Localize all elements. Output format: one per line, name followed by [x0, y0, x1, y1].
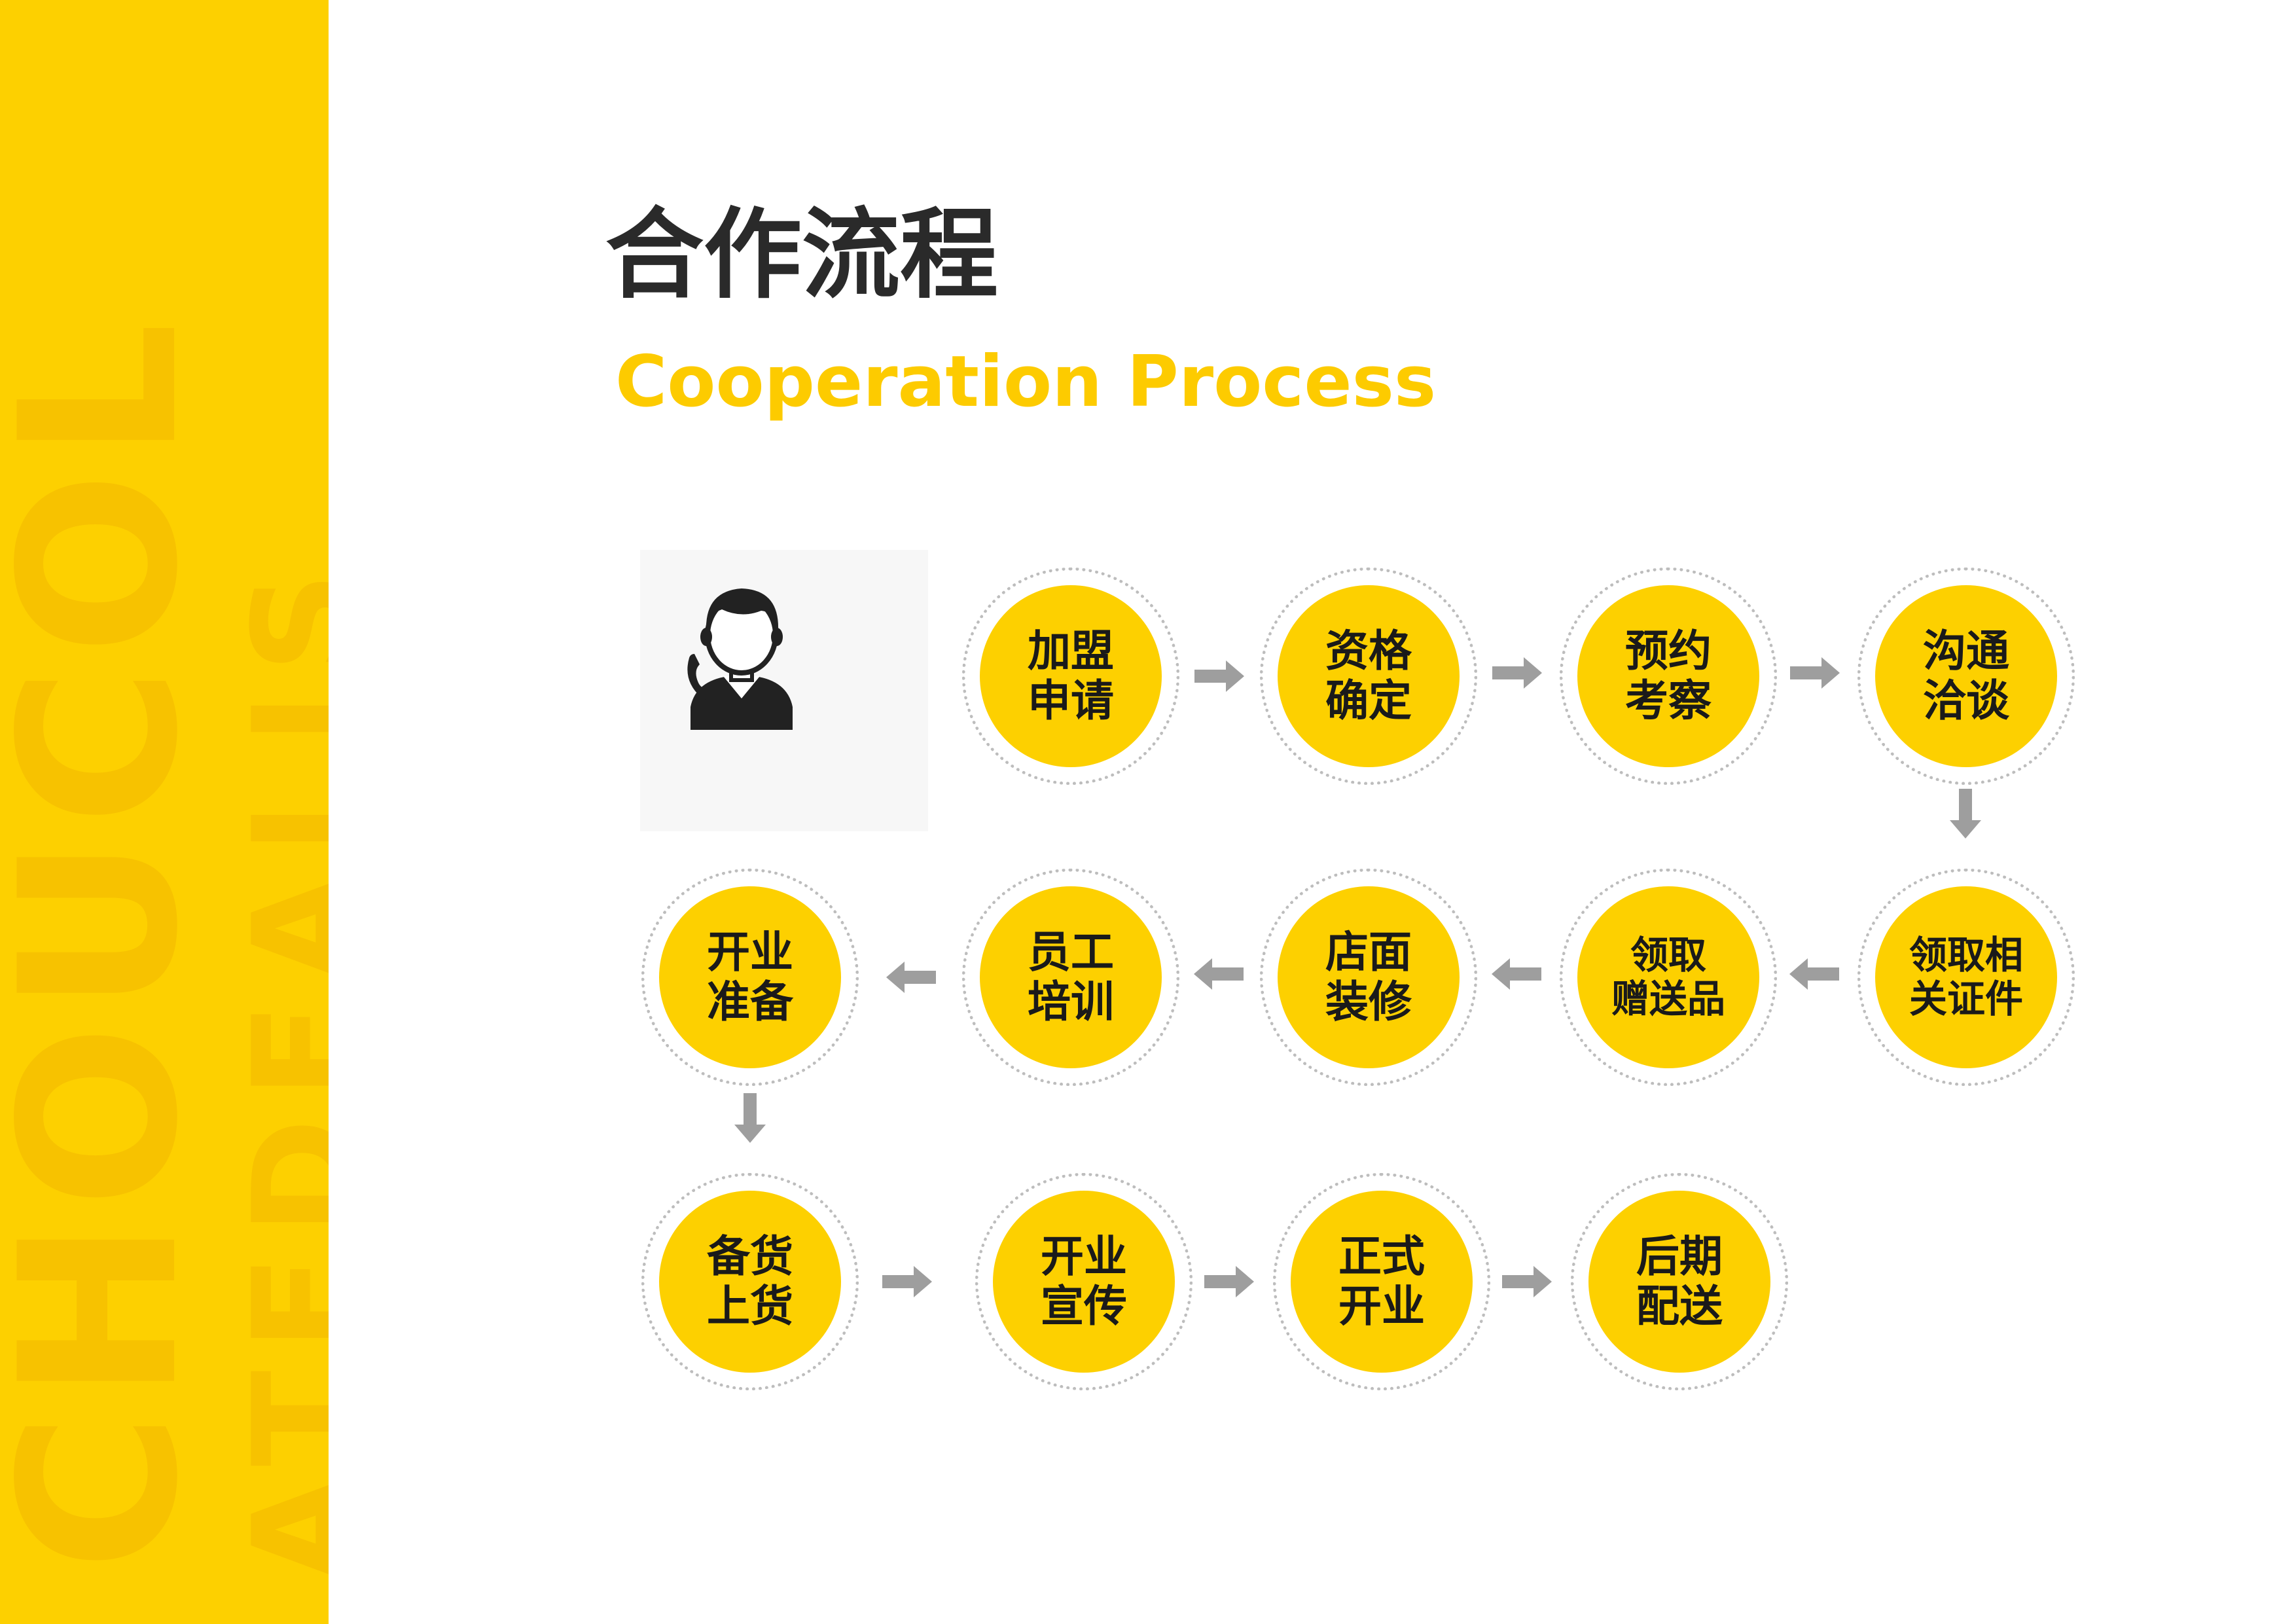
step-2: 资格 确定 [1260, 568, 1477, 785]
step-11-label: 开业 宣传 [1041, 1231, 1127, 1331]
arrow-left-icon [1194, 958, 1244, 990]
step-9: 开业 准备 [641, 869, 859, 1086]
arrow-right-icon [1492, 657, 1542, 689]
step-4: 沟通 洽谈 [1857, 568, 2075, 785]
arrow-right-icon [1790, 657, 1840, 689]
step-5: 领取相 关证件 [1857, 869, 2075, 1086]
step-8-label: 员工 培训 [1028, 927, 1114, 1027]
step-7: 店面 装修 [1260, 869, 1477, 1086]
arrow-left-icon [1789, 958, 1839, 990]
step-1: 加盟 申请 [962, 568, 1179, 785]
step-13-label: 后期 配送 [1636, 1231, 1723, 1331]
arrow-right-icon [882, 1266, 932, 1297]
step-12: 正式 开业 [1273, 1173, 1490, 1390]
step-4-label: 沟通 洽谈 [1923, 626, 2009, 726]
arrow-down-icon [1950, 789, 1981, 839]
page-title: 合作流程 [605, 198, 999, 312]
step-5-label: 领取相 关证件 [1909, 933, 2023, 1021]
arrow-left-icon [886, 962, 936, 993]
arrow-right-icon [1204, 1266, 1254, 1297]
step-10-label: 备货 上货 [707, 1231, 793, 1331]
step-10: 备货 上货 [641, 1173, 859, 1390]
step-6-label: 领取 赠送品 [1611, 933, 1725, 1021]
arrow-right-icon [1502, 1266, 1552, 1297]
step-3-label: 预约 考察 [1625, 626, 1712, 726]
arrow-right-icon [1194, 660, 1244, 692]
step-13: 后期 配送 [1571, 1173, 1788, 1390]
step-3: 预约 考察 [1560, 568, 1777, 785]
side-banner-word-2: ATEDEALIS [223, 552, 329, 1584]
arrow-left-icon [1492, 958, 1541, 990]
step-2-label: 资格 确定 [1325, 626, 1412, 726]
customer-service-icon [687, 588, 793, 730]
step-12-label: 正式 开业 [1338, 1231, 1425, 1331]
step-7-label: 店面 装修 [1325, 927, 1412, 1027]
side-banner: CHOUCOL ATEDEALIS [0, 0, 329, 1624]
step-6: 领取 赠送品 [1560, 869, 1777, 1086]
arrow-down-icon [734, 1093, 766, 1143]
step-1-label: 加盟 申请 [1028, 626, 1114, 726]
step-11: 开业 宣传 [975, 1173, 1193, 1390]
contact-card [640, 550, 928, 831]
step-9-label: 开业 准备 [707, 927, 793, 1027]
side-banner-word-1: CHOUCOL [0, 310, 225, 1571]
page-subtitle: Cooperation Process [615, 341, 1437, 423]
step-8: 员工 培训 [962, 869, 1179, 1086]
